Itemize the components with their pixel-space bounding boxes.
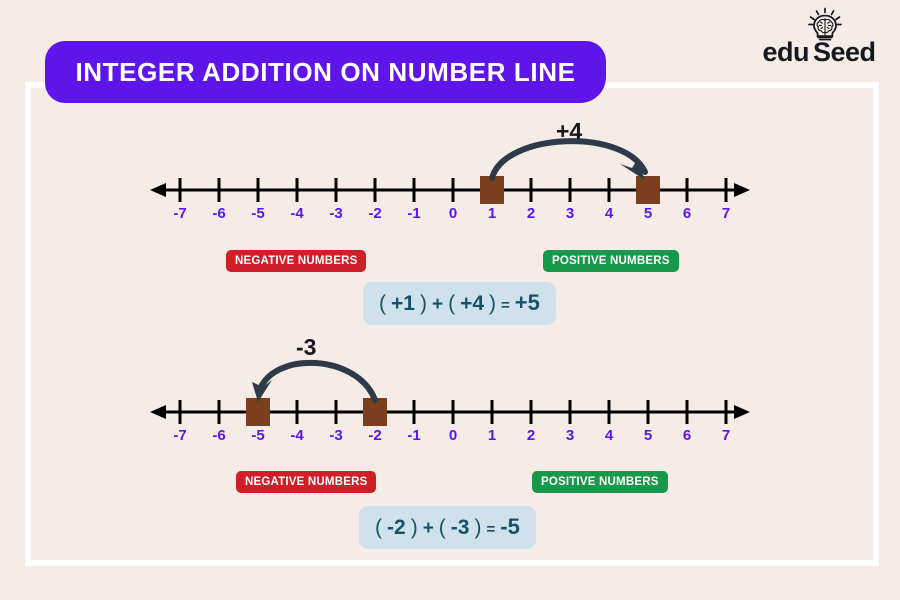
- eq-close-paren: ): [410, 516, 418, 539]
- tick-label: -2: [368, 427, 382, 444]
- badge-positive-numbers: POSITIVE NUMBERS: [532, 471, 668, 493]
- eq-open-paren: (: [379, 292, 386, 315]
- tick-label: 6: [682, 427, 692, 444]
- tick-label: 4: [604, 205, 614, 222]
- eq-result: -5: [500, 514, 520, 539]
- tick-label: -1: [407, 205, 421, 222]
- title-banner: INTEGER ADDITION ON NUMBER LINE: [45, 41, 606, 103]
- eq-close-paren-2: ): [489, 292, 497, 315]
- eq-equals: =: [501, 297, 510, 314]
- number-line-1: [150, 138, 750, 204]
- tick-label: -1: [407, 427, 421, 444]
- tick-label: -6: [212, 427, 226, 444]
- tick-label: 1: [487, 205, 497, 222]
- eq-term-b: -3: [450, 516, 470, 539]
- eq-result: +5: [514, 290, 540, 315]
- tick-label: -4: [290, 427, 304, 444]
- badge-negative-numbers: NEGATIVE NUMBERS: [236, 471, 377, 493]
- tick-label: 7: [721, 205, 731, 222]
- eq-open-paren-2: (: [448, 292, 456, 315]
- jump-label-1: +4: [556, 118, 583, 144]
- eq-close-paren-2: ): [474, 516, 482, 539]
- marker-end-1: [636, 176, 660, 204]
- eq-open-paren: (: [375, 516, 382, 539]
- eq-operator: +: [431, 294, 444, 315]
- eq-term-a: +1: [391, 292, 415, 315]
- tick-label: 5: [643, 205, 653, 222]
- tick-label: 4: [604, 427, 614, 444]
- eq-equals: =: [486, 521, 496, 538]
- equation-box-1: ( +1 ) + ( +4 ) = +5: [363, 282, 556, 325]
- tick-label: -3: [329, 427, 343, 444]
- tick-label: -5: [251, 205, 265, 222]
- tick-label: -7: [173, 427, 187, 444]
- tick-label: 2: [526, 205, 536, 222]
- badge-positive-numbers: POSITIVE NUMBERS: [543, 250, 679, 272]
- tick-label: -6: [212, 205, 226, 222]
- tick-label: -4: [290, 205, 304, 222]
- tick-label: 5: [643, 427, 653, 444]
- number-line-2: [150, 360, 750, 426]
- lightbulb-brain-icon: [802, 6, 848, 42]
- logo-text-seed: Seed: [812, 37, 876, 67]
- tick-label: 7: [721, 427, 731, 444]
- tick-label: -7: [173, 205, 187, 222]
- tick-label: -2: [368, 205, 382, 222]
- eq-open-paren-2: (: [438, 516, 446, 539]
- equation-box-2: ( -2 ) + ( -3 ) = -5: [359, 506, 536, 549]
- eq-term-b: +4: [460, 292, 485, 315]
- jump-label-2: -3: [296, 334, 317, 360]
- logo-text-edu: edu: [762, 37, 809, 67]
- example-2-number-line-group: -3 -7 -6 -5 -4 -: [0, 330, 900, 549]
- tick-label: 0: [448, 427, 458, 444]
- tick-label: -5: [251, 427, 265, 444]
- tick-label: 0: [448, 205, 458, 222]
- tick-label: 2: [526, 427, 536, 444]
- marker-end-2: [246, 398, 270, 426]
- tick-label: 3: [565, 427, 575, 444]
- tick-label: 1: [487, 427, 497, 444]
- tick-label: 3: [565, 205, 575, 222]
- eq-term-a: -2: [387, 516, 406, 539]
- eq-close-paren: ): [419, 292, 427, 315]
- badge-negative-numbers: NEGATIVE NUMBERS: [226, 250, 367, 272]
- eq-operator: +: [422, 518, 434, 539]
- page-title: INTEGER ADDITION ON NUMBER LINE: [75, 56, 576, 87]
- tick-label: -3: [329, 205, 343, 222]
- example-1-number-line-group: +4 -7 -6 -: [0, 110, 900, 325]
- tick-label: 6: [682, 205, 692, 222]
